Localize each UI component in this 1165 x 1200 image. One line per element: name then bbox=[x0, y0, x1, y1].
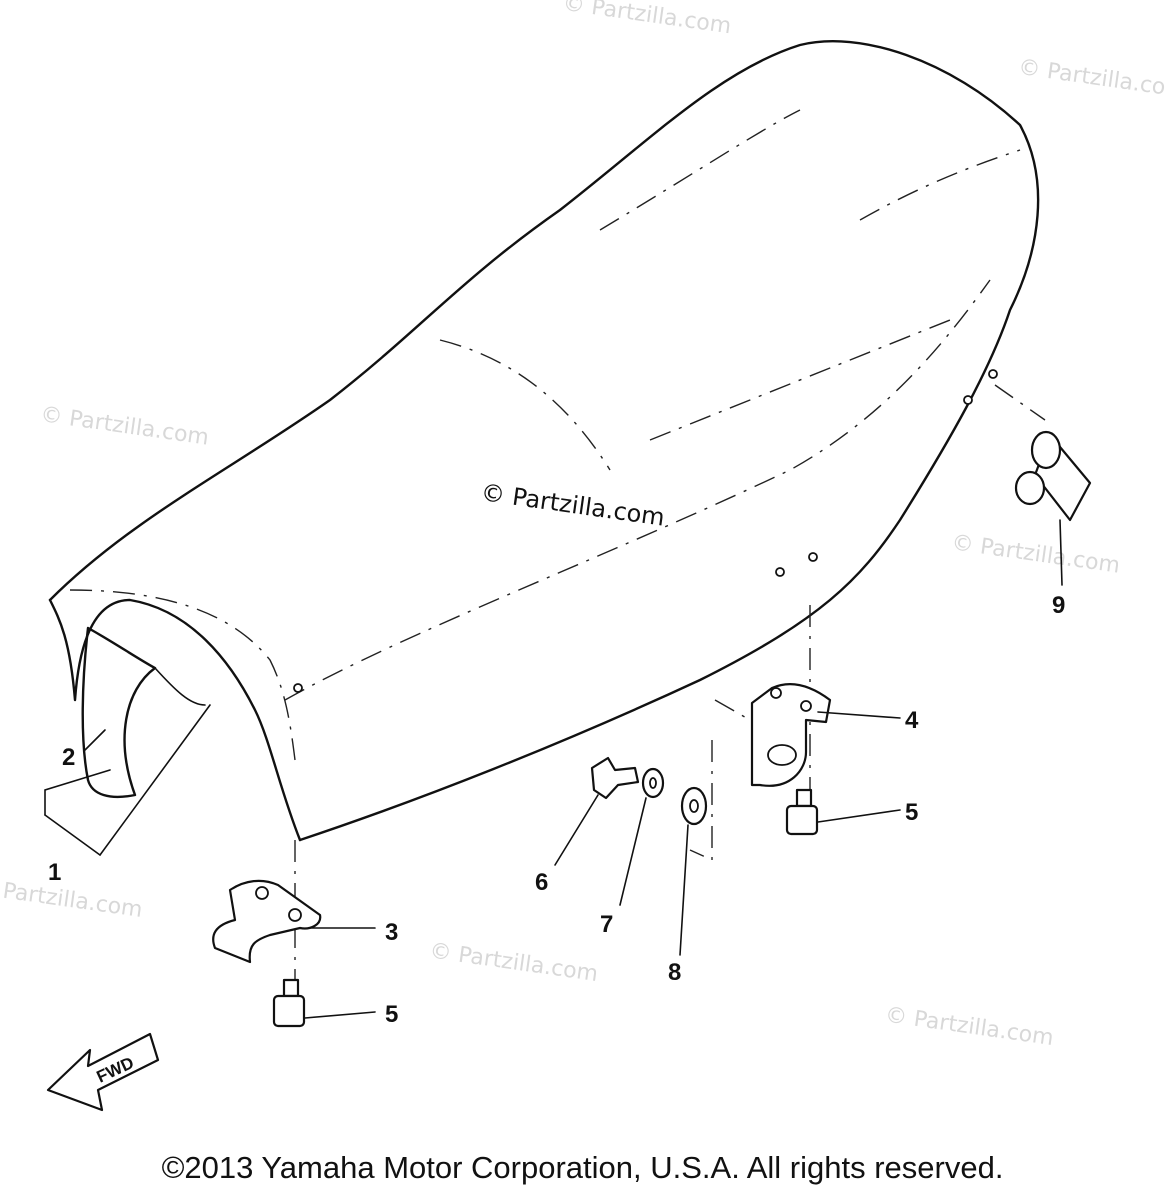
seat-mount-hole bbox=[963, 395, 973, 405]
callout-7: 7 bbox=[600, 911, 613, 938]
watermark: © Partzilla.com bbox=[561, 0, 733, 39]
watermark-group: © Partzilla.com © Partzilla.com © Partzi… bbox=[0, 0, 1165, 1051]
assembly-lines bbox=[294, 384, 1046, 990]
callout-5: 5 bbox=[905, 799, 918, 826]
callout-3: 3 bbox=[385, 919, 398, 946]
seat-mount-hole bbox=[775, 567, 785, 577]
callout-2: 2 bbox=[62, 744, 75, 771]
fwd-arrow-icon: FWD bbox=[46, 1032, 160, 1112]
callout-5: 5 bbox=[385, 1001, 398, 1028]
watermark: © Partzilla.com bbox=[1017, 55, 1165, 103]
nut bbox=[785, 788, 819, 836]
watermark: © Partzilla.com bbox=[428, 939, 600, 987]
callout-9: 9 bbox=[1052, 592, 1065, 619]
rear-bracket bbox=[750, 683, 832, 787]
copyright-notice: ©2013 Yamaha Motor Corporation, U.S.A. A… bbox=[161, 1150, 1004, 1185]
seat-mount-hole bbox=[293, 683, 303, 693]
callout-labels: 1 2 3 4 5 5 6 7 8 9 bbox=[48, 592, 1065, 1028]
callout-8: 8 bbox=[668, 959, 681, 986]
watermark-center: © Partzilla.com bbox=[479, 478, 666, 532]
callout-1: 1 bbox=[48, 859, 61, 886]
leader-lines bbox=[84, 519, 1063, 1019]
callout-4: 4 bbox=[905, 707, 919, 734]
seat-mount-hole bbox=[808, 552, 818, 562]
front-bracket bbox=[212, 879, 322, 964]
watermark: © Partzilla.com bbox=[39, 402, 211, 450]
seat-assembly bbox=[44, 40, 1040, 856]
callout-6: 6 bbox=[535, 869, 548, 896]
bolt bbox=[590, 756, 640, 800]
nut bbox=[272, 978, 306, 1028]
watermark: © Partzilla.com bbox=[950, 530, 1122, 578]
watermark: © Partzilla.com bbox=[0, 875, 144, 923]
hook-plate bbox=[1014, 430, 1092, 522]
seat-mount-hole bbox=[988, 369, 998, 379]
watermark: © Partzilla.com bbox=[883, 1003, 1055, 1051]
